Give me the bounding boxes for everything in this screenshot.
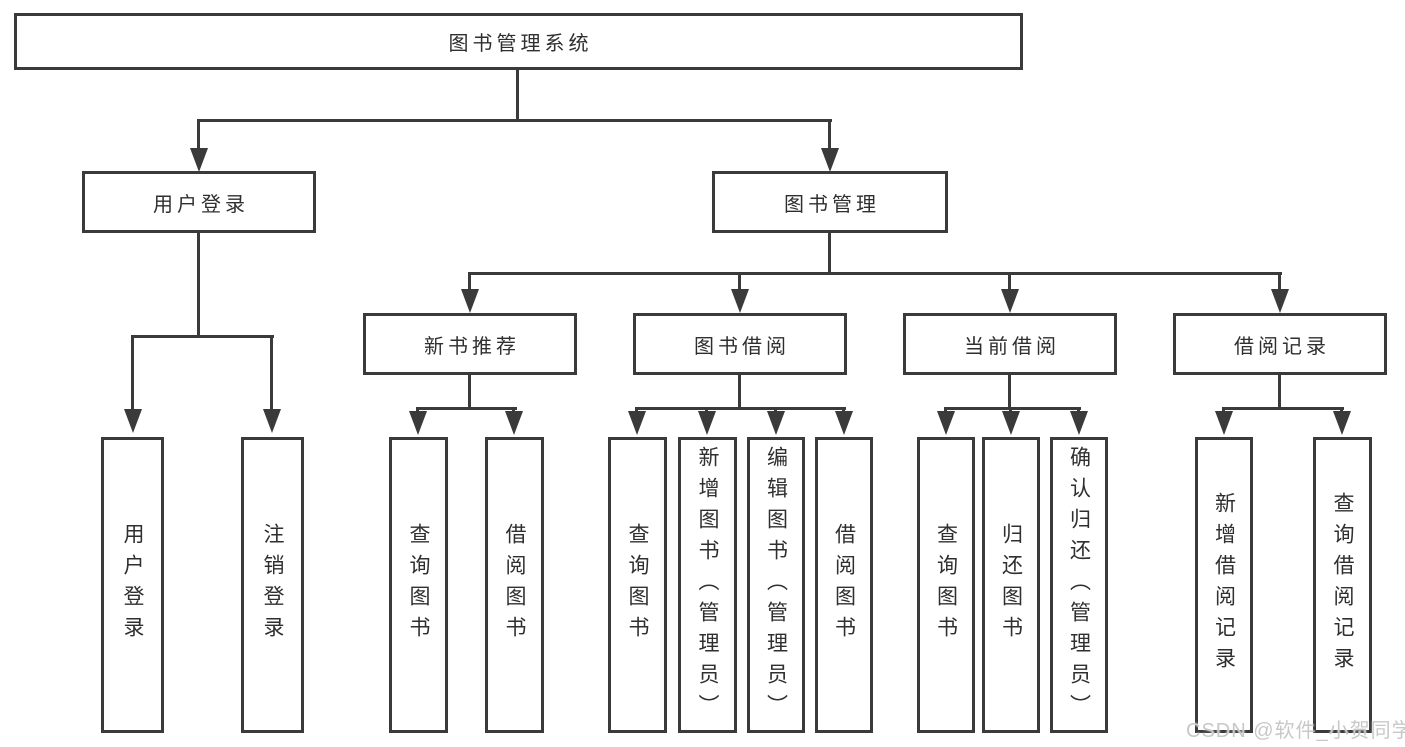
connector-root-drop-right bbox=[828, 119, 831, 150]
leaf-logout: 注销登录 bbox=[241, 437, 304, 733]
leaf-current-confirm-return-admin: 确认归还（管理员） bbox=[1050, 437, 1108, 733]
leaf-label: 用户登录 bbox=[121, 523, 144, 647]
arrow-down-icon bbox=[1002, 411, 1020, 435]
node-label: 图书管理系统 bbox=[448, 33, 593, 55]
csdn-watermark: CSDN @软件_小贺同学 bbox=[1186, 720, 1405, 742]
connector-record-vline bbox=[1278, 373, 1281, 409]
leaf-label: 新增图书（管理员） bbox=[696, 445, 719, 725]
connector-bookmgmt-vline bbox=[828, 231, 831, 274]
arrow-down-icon bbox=[190, 148, 208, 172]
node-label: 新书推荐 bbox=[424, 335, 520, 358]
leaf-borrow-add-books-admin: 新增图书（管理员） bbox=[678, 437, 737, 733]
leaf-borrow-edit-books-admin: 编辑图书（管理员） bbox=[747, 437, 805, 733]
connector-bookmgmt-hline bbox=[468, 272, 1282, 275]
connector-current-drop2 bbox=[1009, 407, 1012, 414]
connector-record-hline bbox=[1222, 407, 1344, 410]
node-user-login: 用户登录 bbox=[82, 171, 316, 233]
arrow-down-icon bbox=[698, 411, 716, 435]
node-current-borrow: 当前借阅 bbox=[903, 313, 1117, 375]
arrow-down-icon bbox=[821, 148, 839, 172]
connector-userlogin-drop2 bbox=[270, 335, 273, 410]
connector-newbook-hline bbox=[416, 407, 517, 410]
connector-bookmgmt-drop2 bbox=[738, 272, 741, 291]
leaf-current-return-books: 归还图书 bbox=[982, 437, 1040, 733]
leaf-label: 借阅图书 bbox=[832, 523, 856, 647]
connector-record-drop2 bbox=[1340, 407, 1343, 414]
leaf-record-add-borrow-record: 新增借阅记录 bbox=[1195, 437, 1253, 733]
arrow-down-icon bbox=[124, 409, 142, 433]
arrow-down-icon bbox=[263, 409, 281, 433]
leaf-newbook-borrow-books: 借阅图书 bbox=[485, 437, 544, 733]
arrow-down-icon bbox=[1333, 411, 1351, 435]
connector-root-drop-left bbox=[197, 119, 200, 150]
node-book-management: 图书管理 bbox=[712, 171, 948, 233]
node-label: 图书管理 bbox=[784, 193, 880, 216]
connector-borrow-drop3 bbox=[774, 407, 777, 414]
connector-record-drop1 bbox=[1222, 407, 1225, 414]
connector-borrow-drop1 bbox=[635, 407, 638, 414]
arrow-down-icon bbox=[461, 289, 479, 313]
arrow-down-icon bbox=[1070, 411, 1088, 435]
connector-newbook-drop1 bbox=[416, 407, 419, 414]
leaf-label: 查询借阅记录 bbox=[1331, 492, 1354, 678]
connector-bookmgmt-drop1 bbox=[468, 272, 471, 291]
leaf-borrow-query-books: 查询图书 bbox=[608, 437, 667, 733]
connector-current-drop1 bbox=[944, 407, 947, 414]
connector-borrow-drop4 bbox=[842, 407, 845, 414]
node-new-book-recommend: 新书推荐 bbox=[363, 313, 577, 375]
connector-userlogin-vline bbox=[197, 231, 200, 337]
arrow-down-icon bbox=[1271, 289, 1289, 313]
leaf-label: 确认归还（管理员） bbox=[1067, 445, 1091, 725]
connector-root-vline bbox=[516, 68, 519, 121]
arrow-down-icon bbox=[835, 411, 853, 435]
arrow-down-icon bbox=[937, 411, 955, 435]
leaf-newbook-query-books: 查询图书 bbox=[389, 437, 448, 733]
connector-current-drop3 bbox=[1077, 407, 1080, 414]
leaf-label: 归还图书 bbox=[999, 523, 1023, 647]
arrow-down-icon bbox=[1001, 289, 1019, 313]
connector-userlogin-drop1 bbox=[131, 335, 134, 410]
arrow-down-icon bbox=[628, 411, 646, 435]
node-label: 用户登录 bbox=[153, 193, 249, 216]
arrow-down-icon bbox=[767, 411, 785, 435]
node-library-system: 图书管理系统 bbox=[14, 13, 1023, 70]
arrow-down-icon bbox=[409, 411, 427, 435]
leaf-label: 查询图书 bbox=[626, 523, 649, 647]
connector-root-hline bbox=[197, 119, 832, 122]
leaf-label: 查询图书 bbox=[407, 523, 430, 647]
connector-current-hline bbox=[944, 407, 1081, 410]
leaf-borrow-borrow-books: 借阅图书 bbox=[815, 437, 873, 733]
leaf-label: 注销登录 bbox=[261, 523, 284, 647]
node-label: 当前借阅 bbox=[964, 335, 1060, 358]
connector-bookmgmt-drop3 bbox=[1008, 272, 1011, 291]
connector-borrow-hline bbox=[635, 407, 846, 410]
node-book-borrow: 图书借阅 bbox=[633, 313, 847, 375]
leaf-user-login: 用户登录 bbox=[101, 437, 164, 733]
leaf-current-query-books: 查询图书 bbox=[917, 437, 975, 733]
connector-userlogin-hline bbox=[131, 335, 274, 338]
connector-borrow-vline bbox=[738, 373, 741, 409]
leaf-label: 新增借阅记录 bbox=[1212, 492, 1236, 678]
connector-newbook-vline bbox=[468, 373, 471, 409]
node-label: 借阅记录 bbox=[1234, 335, 1330, 358]
node-label: 图书借阅 bbox=[694, 335, 790, 358]
connector-current-vline bbox=[1008, 373, 1011, 409]
connector-borrow-drop2 bbox=[705, 407, 708, 414]
arrow-down-icon bbox=[505, 411, 523, 435]
leaf-record-query-borrow-record: 查询借阅记录 bbox=[1313, 437, 1372, 733]
connector-newbook-drop2 bbox=[512, 407, 515, 414]
connector-bookmgmt-drop4 bbox=[1278, 272, 1281, 291]
leaf-label: 查询图书 bbox=[934, 523, 958, 647]
leaf-label: 编辑图书（管理员） bbox=[764, 445, 788, 725]
node-borrow-records: 借阅记录 bbox=[1173, 313, 1387, 375]
arrow-down-icon bbox=[731, 289, 749, 313]
arrow-down-icon bbox=[1215, 411, 1233, 435]
leaf-label: 借阅图书 bbox=[503, 523, 526, 647]
